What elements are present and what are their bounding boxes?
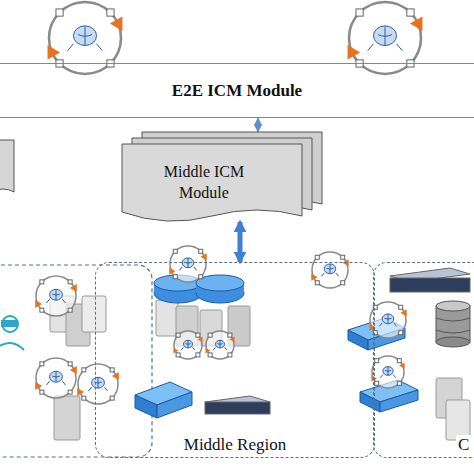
network-region: Middle Region [95, 262, 375, 458]
region-label: Middle Region [182, 435, 288, 455]
thin-arrow [257, 118, 258, 132]
module-label: Middle ICM Module [144, 162, 264, 204]
stacked-module: Middle ICM Module [122, 132, 322, 222]
region-label: C [456, 435, 471, 455]
module-band: E2E ICM Module [0, 63, 474, 118]
network-region: C [373, 262, 474, 458]
module-title: E2E ICM Module [169, 81, 305, 101]
thick-double-arrow [238, 222, 243, 262]
